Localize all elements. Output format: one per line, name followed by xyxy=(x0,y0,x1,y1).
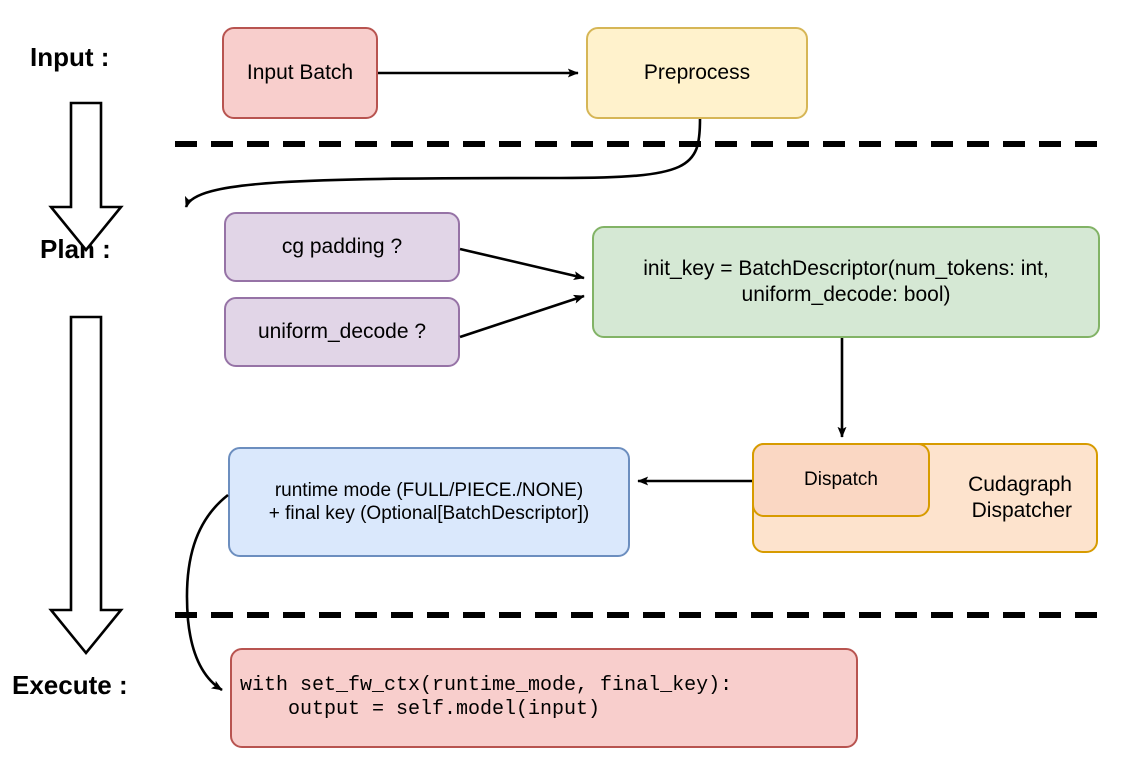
node-init-key[interactable]: init_key = BatchDescriptor(num_tokens: i… xyxy=(592,226,1100,338)
node-dispatch-label: Dispatch xyxy=(804,469,878,491)
node-uniform-decode[interactable]: uniform_decode ? xyxy=(224,297,460,367)
node-init-key-line2: uniform_decode: bool) xyxy=(741,283,951,306)
arrow-uniform-decode-to-init-key xyxy=(459,294,585,339)
lane-label-execute: Execute : xyxy=(12,670,128,700)
arrow-preprocess-to-cg-padding xyxy=(184,118,702,208)
node-preprocess-label: Preprocess xyxy=(643,61,751,85)
node-init-key-line1: init_key = BatchDescriptor(num_tokens: i… xyxy=(643,257,1049,281)
lane-label-input: Input : xyxy=(30,42,110,72)
node-execute-code-line2: output = self.model(input) xyxy=(240,698,601,721)
plan-to-execute-block-arrow xyxy=(48,315,124,656)
node-cudagraph-dispatcher-line1: Cudagraph xyxy=(968,473,1072,497)
node-runtime-mode-line2: + final key (Optional[BatchDescriptor]) xyxy=(268,503,590,524)
node-cudagraph-dispatcher-line2: Dispatcher xyxy=(971,499,1072,522)
node-input-batch[interactable]: Input Batch xyxy=(222,27,378,119)
input-to-plan-block-arrow xyxy=(48,101,124,253)
node-runtime-mode-line1: runtime mode (FULL/PIECE./NONE) xyxy=(274,479,584,501)
node-input-batch-label: Input Batch xyxy=(246,61,354,85)
node-preprocess[interactable]: Preprocess xyxy=(586,27,808,119)
node-cg-padding-label: cg padding ? xyxy=(281,235,403,259)
node-dispatch[interactable]: Dispatch xyxy=(752,443,930,517)
arrow-cg-padding-to-init-key xyxy=(459,247,585,281)
lane-label-plan: Plan : xyxy=(40,234,111,264)
node-uniform-decode-label: uniform_decode ? xyxy=(257,320,427,344)
node-cg-padding[interactable]: cg padding ? xyxy=(224,212,460,282)
node-execute-code[interactable]: with set_fw_ctx(runtime_mode, final_key)… xyxy=(230,648,858,748)
arrow-runtime-mode-to-execute-code xyxy=(185,493,229,692)
node-runtime-mode[interactable]: runtime mode (FULL/PIECE./NONE) + final … xyxy=(228,447,630,557)
node-execute-code-line1: with set_fw_ctx(runtime_mode, final_key)… xyxy=(240,673,733,697)
